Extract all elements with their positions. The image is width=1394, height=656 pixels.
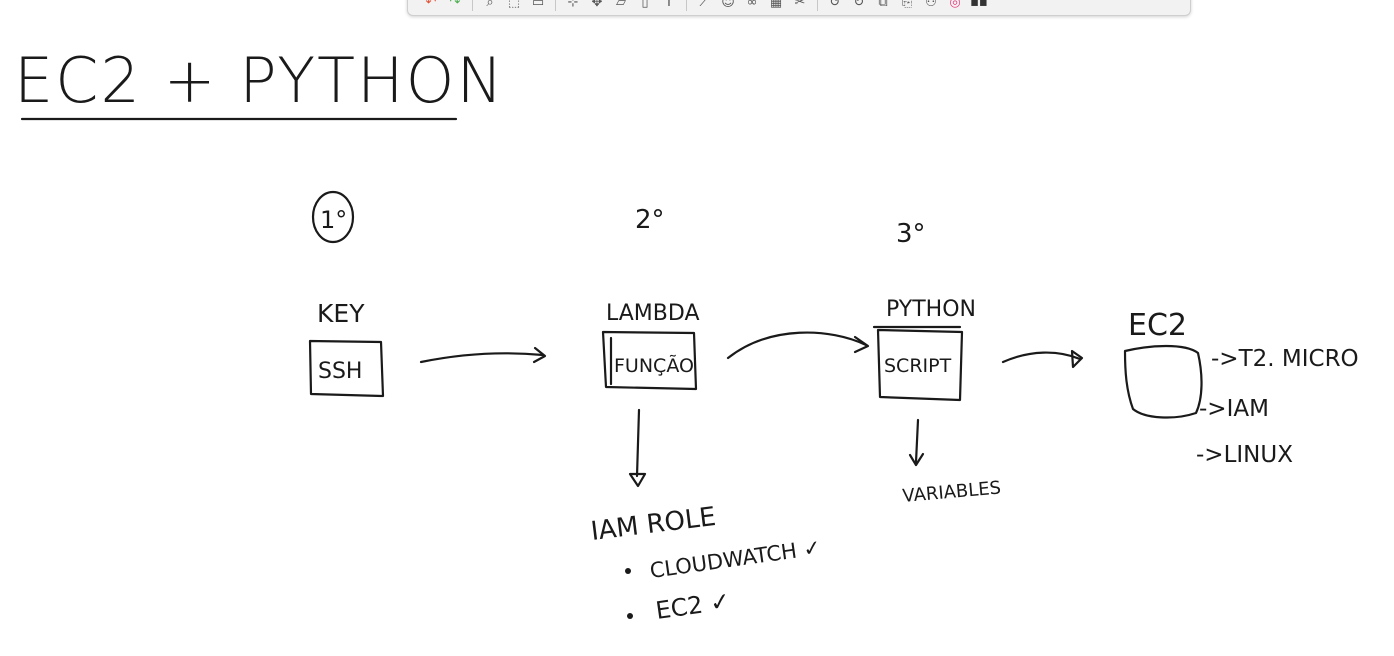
toolbar-separator xyxy=(686,0,687,11)
ec2-note-1: ->T2. MICRO xyxy=(1211,346,1359,372)
table-icon[interactable]: ▦ xyxy=(769,0,783,10)
script-box xyxy=(876,328,964,402)
arrow-lambda-to-iam xyxy=(635,408,641,478)
step-2-number: 2° xyxy=(635,205,665,235)
step-3-number: 3° xyxy=(896,219,926,249)
step-2-label: LAMBDA xyxy=(606,301,700,326)
drawing-toolbar: ↶ ↷ ⌕ ⬚ ▭ ⊹ ✥ ▱ ▯ T ⟋ ☺ ∞ ▦ ✂ ↺ ↻ ⧉ ⎘ ⚇ ◎ ▪▪ xyxy=(407,0,1191,16)
shape-icon[interactable]: ▱ xyxy=(616,0,626,10)
ec2-box xyxy=(1123,344,1203,419)
arrow-lambda-to-python xyxy=(726,331,868,360)
variables-label: VARIABLES xyxy=(902,477,1002,507)
arrow-ssh-to-lambda xyxy=(419,352,545,364)
rectangle-select-icon[interactable]: ▭ xyxy=(531,0,545,10)
move-icon[interactable]: ✥ xyxy=(591,0,603,10)
function-box-label: FUNÇÃO xyxy=(614,354,694,377)
more-icon[interactable]: ▪▪ xyxy=(970,0,988,10)
ec2-label: EC2 xyxy=(1128,308,1187,343)
iam-title: IAM ROLE xyxy=(589,502,717,547)
iam-item-2: EC2 ✓ xyxy=(654,587,732,625)
script-box-label: SCRIPT xyxy=(884,355,952,377)
undo-arrow-icon[interactable]: ↺ xyxy=(829,0,841,10)
toolbar-separator xyxy=(817,0,818,11)
step-1-label: KEY xyxy=(317,299,365,328)
ssh-box xyxy=(308,339,385,398)
select-icon[interactable]: ⬚ xyxy=(507,0,521,10)
lasso-icon[interactable]: ⌕ xyxy=(486,0,494,10)
arrow-head-2 xyxy=(853,335,870,354)
step-1-number: 1° xyxy=(320,206,347,234)
page-icon[interactable]: ▯ xyxy=(641,0,649,10)
color-wheel-icon[interactable]: ◎ xyxy=(949,0,961,10)
user-icon[interactable]: ⚇ xyxy=(925,0,937,10)
iam-bullet-2 xyxy=(627,613,633,619)
arrow-python-to-ec2 xyxy=(1001,351,1082,364)
toolbar-separator xyxy=(555,0,556,11)
link-icon[interactable]: ∞ xyxy=(746,0,758,10)
iam-item-1: CLOUDWATCH ✓ xyxy=(648,535,822,583)
ruler-icon[interactable]: ⟋ xyxy=(699,0,709,10)
redo-arrow-icon[interactable]: ↻ xyxy=(853,0,865,10)
ec2-note-3: ->LINUX xyxy=(1196,442,1293,468)
board-title: EC2 + PYTHON xyxy=(14,44,505,117)
toolbar-separator xyxy=(472,0,473,11)
ssh-box-label: SSH xyxy=(318,359,362,384)
step-3-label: PYTHON xyxy=(886,297,976,322)
arrow-head-3 xyxy=(1070,349,1084,369)
text-icon[interactable]: T xyxy=(665,0,673,10)
sticker-icon[interactable]: ☺ xyxy=(721,0,735,10)
arrow-head-4 xyxy=(628,472,647,488)
paste-icon[interactable]: ⎘ xyxy=(901,0,913,10)
undo-icon[interactable]: ↶ xyxy=(425,0,437,10)
arrow-head-1 xyxy=(532,346,547,364)
redo-icon[interactable]: ↷ xyxy=(449,0,461,10)
crop-icon[interactable]: ⊹ xyxy=(567,0,579,10)
step-1-circle xyxy=(311,190,355,244)
function-box xyxy=(601,330,698,391)
iam-bullet-1 xyxy=(625,568,631,574)
copy-icon[interactable]: ⧉ xyxy=(878,0,888,10)
arrow-head-5 xyxy=(908,452,925,467)
arrow-script-to-variables xyxy=(914,418,920,464)
ec2-note-2: ->IAM xyxy=(1199,396,1269,422)
scissors-icon[interactable]: ✂ xyxy=(794,0,806,10)
